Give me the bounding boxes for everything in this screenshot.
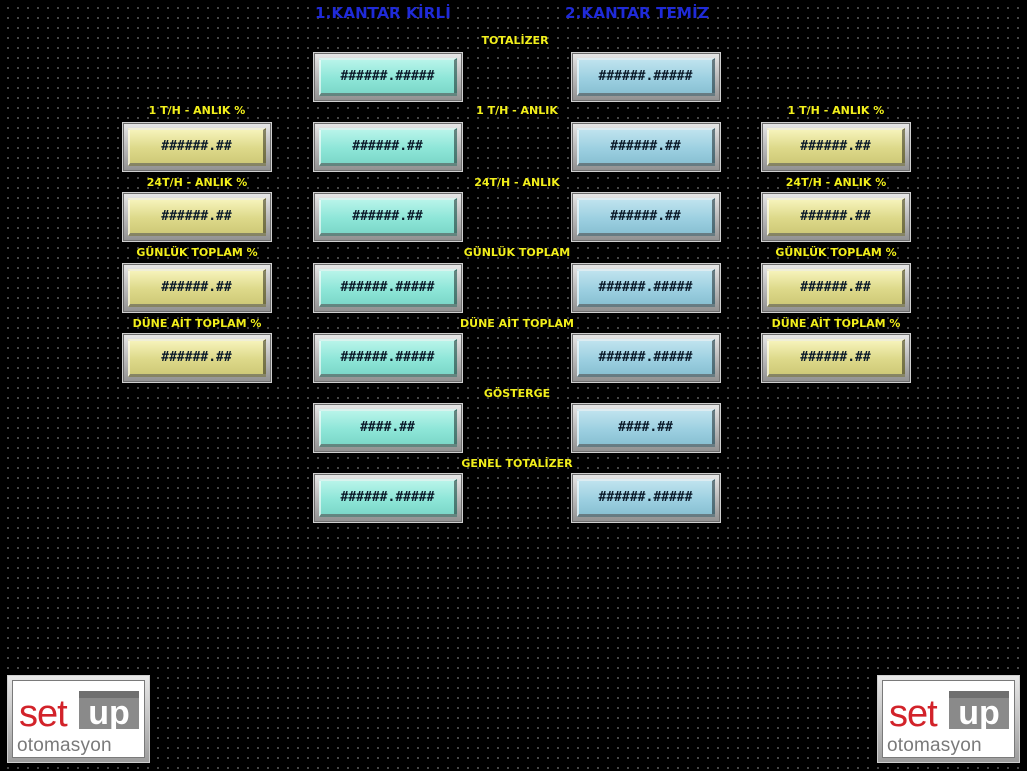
value-left-pct-24th: ######.## [128,198,266,236]
header-kantar-1: 1.KANTAR KİRLİ [315,4,452,22]
field-left-dune[interactable]: ######.##### [313,333,463,383]
value-right-anlik-24th: ######.## [577,198,715,236]
logo-up-mark: up [949,691,1009,729]
logo-otomasyon-text: otomasyon [887,735,982,756]
field-right-anlik-24th[interactable]: ######.## [571,192,721,242]
field-left-pct-24th[interactable]: ######.## [122,192,272,242]
field-left-anlik-1th[interactable]: ######.## [313,122,463,172]
label-dune-ait-toplam: DÜNE AİT TOPLAM [460,317,574,330]
label-gunluk-toplam: GÜNLÜK TOPLAM [463,246,571,259]
label-left-anlik-1th-pct: 1 T/H - ANLIK % [148,104,246,117]
field-left-anlik-24th[interactable]: ######.## [313,192,463,242]
value-right-totalizer: ######.##### [577,58,715,96]
value-left-pct-1th: ######.## [128,128,266,166]
field-right-gunluk[interactable]: ######.##### [571,263,721,313]
label-left-dune-pct: DÜNE AİT TOPLAM % [132,317,262,330]
label-anlik-24th: 24T/H - ANLIK [474,176,560,189]
setup-logo-left[interactable]: set up otomasyon [7,675,150,763]
field-right-pct-1th[interactable]: ######.## [761,122,911,172]
value-left-totalizer: ######.##### [319,58,457,96]
field-left-pct-gunluk[interactable]: ######.## [122,263,272,313]
value-right-gosterge: ####.## [577,409,715,447]
field-right-pct-gunluk[interactable]: ######.## [761,263,911,313]
value-left-anlik-1th: ######.## [319,128,457,166]
logo-up-text: up [958,694,1000,729]
value-left-pct-gunluk: ######.## [128,269,266,307]
value-right-pct-dune: ######.## [767,339,905,377]
label-anlik-1th: 1 T/H - ANLIK [476,104,558,117]
label-right-dune-pct: DÜNE AİT TOPLAM % [771,317,901,330]
value-left-genel-totalizer: ######.##### [319,479,457,517]
field-left-pct-1th[interactable]: ######.## [122,122,272,172]
label-totalizer: TOTALİZER [481,34,549,47]
label-gosterge: GÖSTERGE [483,387,551,400]
value-left-dune: ######.##### [319,339,457,377]
value-right-pct-gunluk: ######.## [767,269,905,307]
field-left-pct-dune[interactable]: ######.## [122,333,272,383]
field-right-totalizer[interactable]: ######.##### [571,52,721,102]
value-right-genel-totalizer: ######.##### [577,479,715,517]
label-right-gunluk-pct: GÜNLÜK TOPLAM % [775,246,897,259]
value-left-gunluk: ######.##### [319,269,457,307]
field-left-gunluk[interactable]: ######.##### [313,263,463,313]
label-right-anlik-1th-pct: 1 T/H - ANLIK % [787,104,885,117]
field-left-genel-totalizer[interactable]: ######.##### [313,473,463,523]
value-right-pct-24th: ######.## [767,198,905,236]
value-right-pct-1th: ######.## [767,128,905,166]
value-right-gunluk: ######.##### [577,269,715,307]
field-right-pct-dune[interactable]: ######.## [761,333,911,383]
logo-face: set up otomasyon [882,680,1015,758]
logo-set-text: set [889,693,938,735]
field-right-genel-totalizer[interactable]: ######.##### [571,473,721,523]
field-right-gosterge[interactable]: ####.## [571,403,721,453]
logo-face: set up otomasyon [12,680,145,758]
logo-set-text: set [19,693,68,735]
header-kantar-2: 2.KANTAR TEMİZ [565,4,710,22]
logo-otomasyon-text: otomasyon [17,735,112,756]
field-left-gosterge[interactable]: ####.## [313,403,463,453]
label-left-anlik-24th-pct: 24T/H - ANLIK % [146,176,248,189]
label-right-anlik-24th-pct: 24T/H - ANLIK % [785,176,887,189]
setup-logo-right[interactable]: set up otomasyon [877,675,1020,763]
field-right-pct-24th[interactable]: ######.## [761,192,911,242]
field-right-dune[interactable]: ######.##### [571,333,721,383]
value-right-anlik-1th: ######.## [577,128,715,166]
field-right-anlik-1th[interactable]: ######.## [571,122,721,172]
label-left-gunluk-pct: GÜNLÜK TOPLAM % [136,246,258,259]
label-genel-totalizer: GENEL TOTALİZER [461,457,573,470]
logo-up-text: up [88,694,130,729]
field-left-totalizer[interactable]: ######.##### [313,52,463,102]
value-left-anlik-24th: ######.## [319,198,457,236]
value-right-dune: ######.##### [577,339,715,377]
logo-up-mark: up [79,691,139,729]
value-left-pct-dune: ######.## [128,339,266,377]
value-left-gosterge: ####.## [319,409,457,447]
